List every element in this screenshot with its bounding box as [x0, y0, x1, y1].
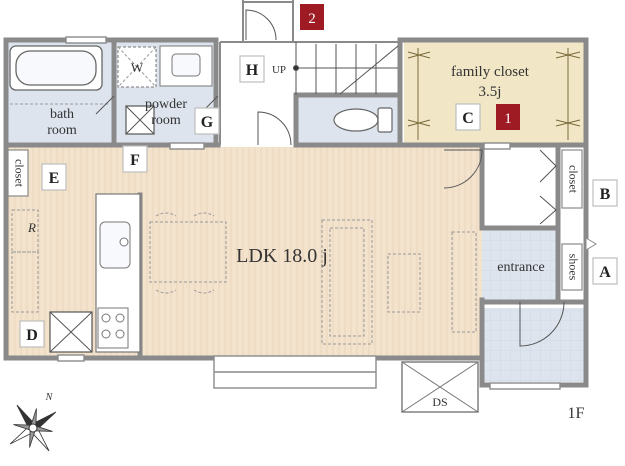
- stairs: [293, 42, 399, 95]
- powder-label-1: powder: [145, 97, 187, 112]
- compass-rose: N: [9, 392, 57, 452]
- marker-2: 2: [308, 11, 316, 27]
- family-closet-label-1: family closet: [451, 64, 530, 80]
- powder-label-2: room: [151, 113, 181, 128]
- entrance-floor: [482, 230, 558, 302]
- living-furniture: [321, 219, 477, 345]
- marker-1: 1: [504, 111, 512, 127]
- family-closet-label-2: 3.5j: [479, 84, 502, 100]
- closet-right-label: closet: [566, 165, 580, 194]
- bathtub: [9, 45, 103, 91]
- windows: [57, 36, 561, 390]
- ds-label: DS: [432, 395, 447, 409]
- marker-e: E: [49, 170, 60, 187]
- marker-b: B: [600, 186, 611, 203]
- family-closet-floor: [404, 42, 584, 144]
- dining-set: [149, 212, 227, 294]
- ldk-label: LDK 18.0 j: [236, 245, 328, 267]
- marker-h: H: [246, 62, 259, 79]
- shoes-label: shoes: [566, 254, 580, 281]
- marker-f: F: [130, 152, 140, 169]
- fridge-label: R: [27, 220, 36, 235]
- marker-g: G: [201, 114, 214, 131]
- bath-label-2: room: [47, 123, 77, 138]
- closet-left-label: closet: [12, 159, 26, 188]
- floor-label: 1F: [568, 405, 585, 422]
- bath-label-1: bath: [50, 107, 74, 122]
- compass-north: N: [45, 392, 54, 403]
- entrance-label: entrance: [497, 260, 544, 275]
- washer-label: W: [131, 60, 144, 75]
- entry-porch-floor: [482, 308, 584, 382]
- marker-c: C: [462, 110, 474, 127]
- up-label: UP: [272, 64, 286, 76]
- toilet: [333, 107, 393, 133]
- marker-d: D: [26, 327, 38, 344]
- doors: [95, 9, 565, 347]
- marker-a: A: [599, 264, 611, 281]
